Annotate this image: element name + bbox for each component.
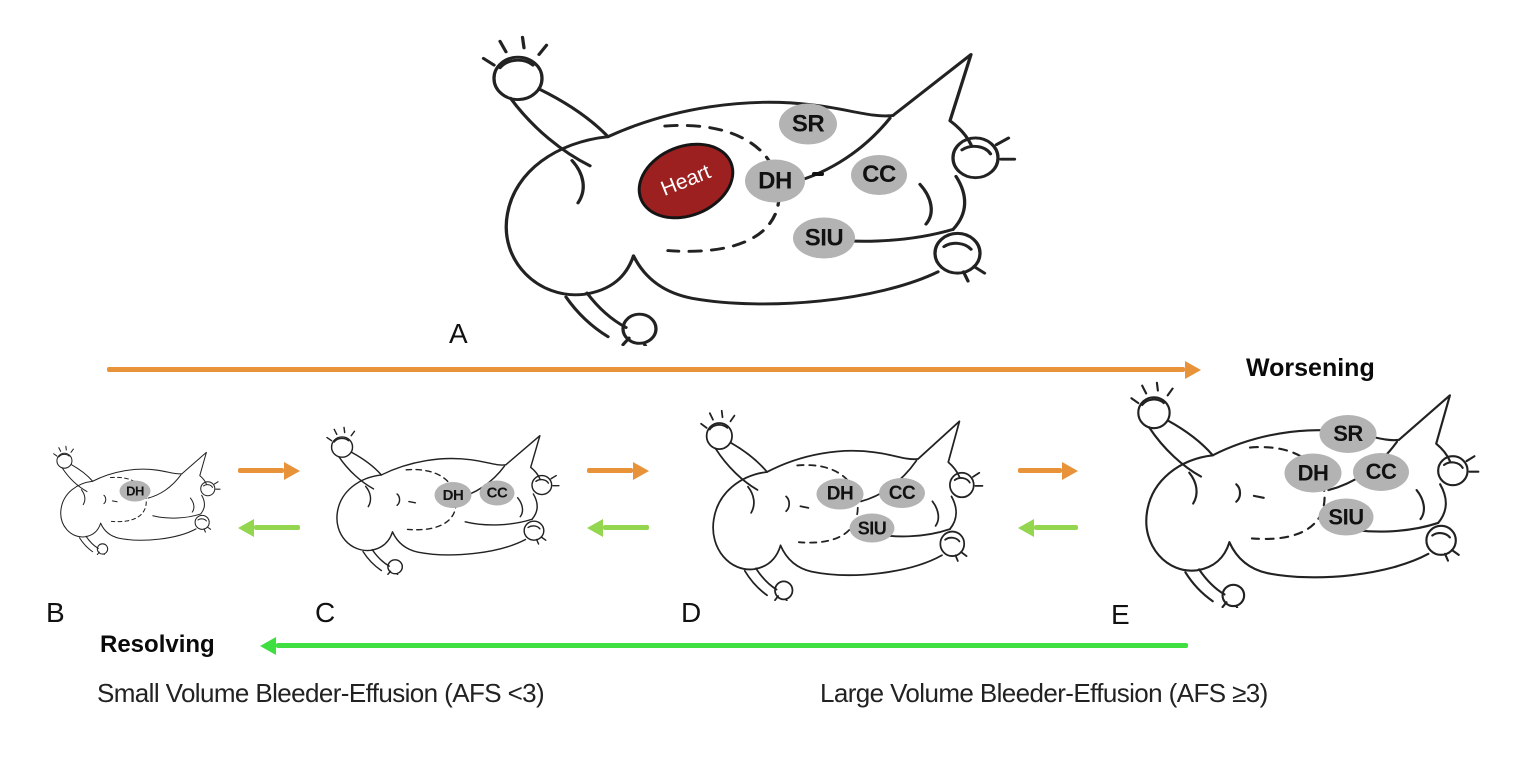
- panel-letter-b: B: [46, 597, 65, 628]
- site-oval-cc: CC: [879, 478, 925, 508]
- resolving-step-arrow-icon: [254, 525, 300, 530]
- resolving-step-arrow-icon: [1034, 525, 1078, 530]
- worsening-step-arrow-icon: [238, 468, 284, 473]
- site-oval-siu: SIU: [849, 513, 895, 543]
- site-oval-sr: SR: [1319, 415, 1377, 453]
- site-oval-dh: DH: [119, 480, 151, 502]
- dog-illustration-a: [440, 28, 1040, 346]
- worsening-arrow-icon: [107, 367, 1185, 372]
- caption-large-volume: Large Volume Bleeder-Effusion (AFS ≥3): [820, 678, 1268, 708]
- dash-mark: [812, 172, 824, 176]
- panel-letter-a: A: [449, 318, 468, 349]
- panel-letter-c: C: [315, 597, 336, 628]
- worsening-step-arrow-icon: [587, 468, 633, 473]
- site-oval-dh: DH: [434, 482, 472, 508]
- dog-illustration-e: [1103, 376, 1495, 608]
- site-oval-dh: DH: [1284, 453, 1342, 493]
- resolving-step-arrow-icon: [603, 525, 649, 530]
- resolving-label: Resolving: [100, 631, 215, 658]
- worsening-step-arrow-icon: [1018, 468, 1062, 473]
- site-oval-cc: CC: [1353, 453, 1409, 491]
- site-oval-siu: SIU: [1318, 498, 1374, 536]
- panel-letter-d: D: [681, 597, 702, 628]
- site-oval-siu: SIU: [793, 217, 855, 259]
- site-oval-dh: DH: [816, 478, 864, 510]
- panel-letter-e: E: [1111, 599, 1130, 630]
- site-oval-sr: SR: [779, 103, 837, 145]
- heart-label: Heart: [657, 160, 714, 201]
- site-oval-dh: DH: [745, 159, 805, 203]
- site-oval-cc: CC: [479, 480, 515, 506]
- resolving-arrow-icon: [276, 643, 1188, 648]
- site-oval-cc: CC: [851, 155, 907, 195]
- worsening-label: Worsening: [1246, 354, 1375, 382]
- caption-small-volume: Small Volume Bleeder-Effusion (AFS <3): [97, 678, 545, 708]
